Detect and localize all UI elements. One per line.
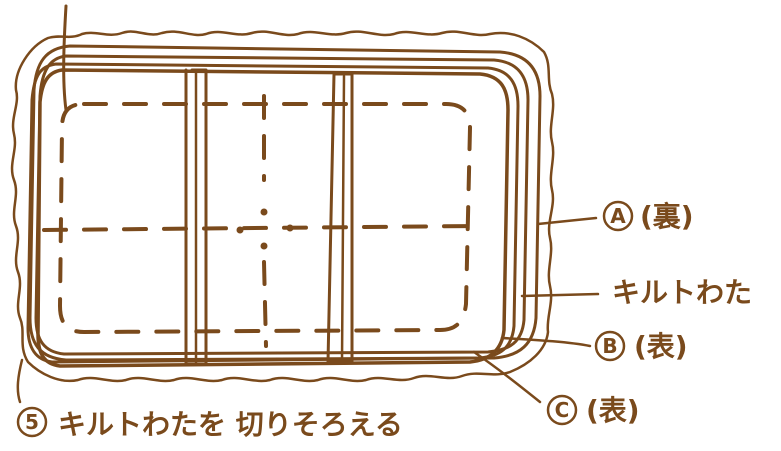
label-b-text: (表) (634, 330, 688, 363)
top-pointer-line (62, 4, 68, 112)
leader-a (536, 216, 598, 226)
front-outline-b (26, 62, 520, 364)
leader-b (500, 336, 592, 348)
label-c-text: (表) (586, 394, 640, 427)
leader-c (472, 350, 542, 404)
stitch-outer-rounded (58, 102, 472, 334)
label-a-mark: A (610, 204, 626, 228)
left-pocket-strip (184, 68, 208, 366)
stitch-vertical-center (262, 94, 268, 348)
backing-outline-a (28, 44, 542, 362)
leader-step (16, 358, 24, 404)
step-number-circle (16, 406, 48, 438)
label-b-mark: B (602, 334, 617, 358)
leader-quilt (520, 292, 600, 298)
label-a-circle (602, 200, 634, 232)
quilting-stitches (42, 94, 476, 348)
step-caption: キルトわたを 切りそろえる (58, 408, 403, 441)
label-c-mark: C (555, 398, 570, 422)
stitch-horizontal-middle (42, 224, 476, 232)
right-pocket-strip-inner (340, 74, 346, 364)
label-c-circle (546, 394, 578, 426)
batting-outline (34, 54, 530, 356)
front-panel-c (36, 68, 510, 368)
label-a-text: (裏) (640, 200, 694, 233)
batting-wavy-edge (10, 30, 555, 383)
right-pocket-strip (326, 72, 354, 364)
center-dots (236, 208, 294, 250)
step-number: 5 (25, 410, 39, 434)
label-quilt-batting: キルトわた (612, 276, 752, 309)
label-b-circle (594, 330, 626, 362)
